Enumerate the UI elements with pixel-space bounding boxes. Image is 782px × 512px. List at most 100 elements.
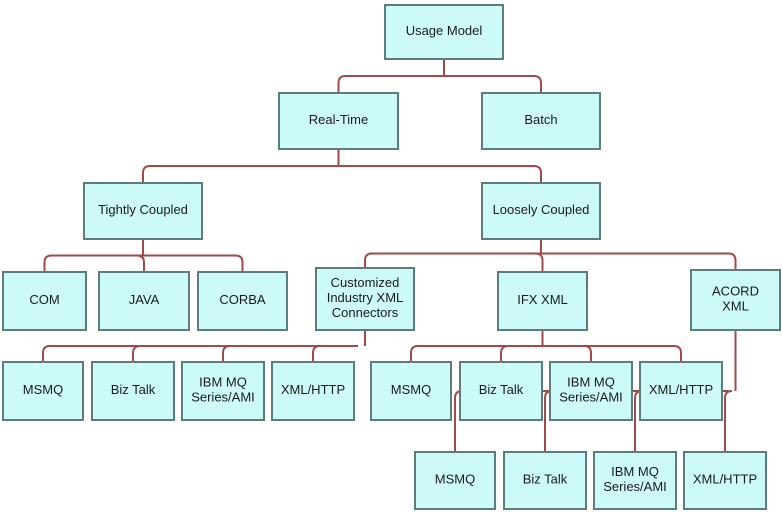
node-label-line: Series/AMI	[559, 390, 623, 405]
node-ifx-biztalk[interactable]: Biz Talk	[459, 361, 543, 421]
connector-real-time	[142, 150, 542, 182]
node-usage-model[interactable]: Usage Model	[384, 4, 504, 60]
node-label-line: Series/AMI	[191, 390, 255, 405]
node-label-line: IBM MQ	[199, 375, 247, 390]
node-label-line: MSMQ	[391, 382, 431, 397]
node-ifx-xmlhttp[interactable]: XML/HTTP	[639, 361, 723, 421]
node-box-tc-msmq	[2, 361, 84, 421]
node-corba[interactable]: CORBA	[197, 271, 288, 331]
node-label-line: Series/AMI	[603, 479, 667, 494]
node-label-ifx-msmq: MSMQ	[391, 382, 431, 397]
connector-layer	[42, 60, 737, 451]
node-ac-xmlhttp[interactable]: XML/HTTP	[683, 451, 767, 510]
node-box-loosely-coupled	[481, 182, 601, 240]
node-label-com: COM	[29, 292, 59, 307]
node-label-ac-biztalk: Biz Talk	[523, 472, 568, 487]
connector-loosely-coupled	[364, 240, 737, 271]
node-label-line: XML/HTTP	[281, 382, 345, 397]
node-label-line: JAVA	[129, 292, 160, 307]
node-label-tc-xmlhttp: XML/HTTP	[281, 382, 345, 397]
node-label-line: ACORD	[712, 284, 759, 299]
node-label-corba: CORBA	[219, 292, 266, 307]
node-ac-msmq[interactable]: MSMQ	[414, 451, 496, 510]
node-box-real-time	[278, 92, 399, 150]
node-java[interactable]: JAVA	[98, 271, 190, 331]
node-label-ac-xmlhttp: XML/HTTP	[693, 472, 757, 487]
node-label-line: Industry XML	[327, 290, 404, 305]
node-box-ifx-xml	[497, 271, 588, 331]
node-label-line: XML	[722, 299, 749, 314]
node-label-line: Customized	[331, 275, 400, 290]
node-box-tc-biztalk	[91, 361, 175, 421]
node-label-line: XML/HTTP	[649, 382, 713, 397]
node-label-ifx-biztalk: Biz Talk	[479, 382, 524, 397]
node-box-tightly-coupled	[83, 182, 203, 240]
connector-customized-xml	[42, 331, 366, 361]
node-ifx-xml[interactable]: IFX XML	[497, 271, 588, 331]
connector-usage-model	[337, 60, 542, 92]
node-com[interactable]: COM	[2, 271, 87, 331]
node-box-usage-model	[384, 4, 504, 60]
node-label-line: IFX XML	[517, 292, 568, 307]
node-ac-biztalk[interactable]: Biz Talk	[503, 451, 587, 510]
node-label-line: Biz Talk	[523, 472, 568, 487]
node-box-ac-ibmmq	[593, 451, 677, 510]
node-label-line: Usage Model	[406, 23, 483, 38]
node-label-tc-biztalk: Biz Talk	[111, 382, 156, 397]
node-label-line: IBM MQ	[611, 464, 659, 479]
node-box-customized-xml	[315, 267, 415, 331]
node-tightly-coupled[interactable]: Tightly Coupled	[83, 182, 203, 240]
node-box-com	[2, 271, 87, 331]
node-box-ifx-ibmmq	[549, 361, 633, 421]
node-label-tc-msmq: MSMQ	[23, 382, 63, 397]
node-label-java: JAVA	[129, 292, 160, 307]
node-tc-xmlhttp[interactable]: XML/HTTP	[271, 361, 355, 421]
node-label-real-time: Real-Time	[309, 112, 368, 127]
node-label-line: IBM MQ	[567, 375, 615, 390]
node-tc-msmq[interactable]: MSMQ	[2, 361, 84, 421]
node-box-ifx-msmq	[370, 361, 452, 421]
node-box-tc-xmlhttp	[271, 361, 355, 421]
node-label-ifx-xmlhttp: XML/HTTP	[649, 382, 713, 397]
node-label-ifx-xml: IFX XML	[517, 292, 568, 307]
node-box-ac-msmq	[414, 451, 496, 510]
node-box-acord-xml	[690, 269, 781, 331]
node-tc-biztalk[interactable]: Biz Talk	[91, 361, 175, 421]
node-label-loosely-coupled: Loosely Coupled	[493, 202, 590, 217]
node-ifx-msmq[interactable]: MSMQ	[370, 361, 452, 421]
node-label-line: Batch	[524, 112, 557, 127]
node-label-line: Biz Talk	[479, 382, 524, 397]
node-label-usage-model: Usage Model	[406, 23, 483, 38]
node-label-ac-msmq: MSMQ	[435, 472, 475, 487]
connector-ifx-xml	[410, 331, 682, 361]
node-box-corba	[197, 271, 288, 331]
node-box-batch	[481, 92, 601, 150]
node-label-line: Connectors	[332, 305, 399, 320]
node-loosely-coupled[interactable]: Loosely Coupled	[481, 182, 601, 240]
node-box-java	[98, 271, 190, 331]
node-label-tightly-coupled: Tightly Coupled	[98, 202, 188, 217]
node-label-line: MSMQ	[435, 472, 475, 487]
node-box-ac-biztalk	[503, 451, 587, 510]
node-box-tc-ibmmq	[181, 361, 265, 421]
node-label-line: Loosely Coupled	[493, 202, 590, 217]
node-box-ifx-biztalk	[459, 361, 543, 421]
node-label-line: Biz Talk	[111, 382, 156, 397]
node-batch[interactable]: Batch	[481, 92, 601, 150]
node-real-time[interactable]: Real-Time	[278, 92, 399, 150]
node-box-ifx-xmlhttp	[639, 361, 723, 421]
node-label-line: COM	[29, 292, 59, 307]
